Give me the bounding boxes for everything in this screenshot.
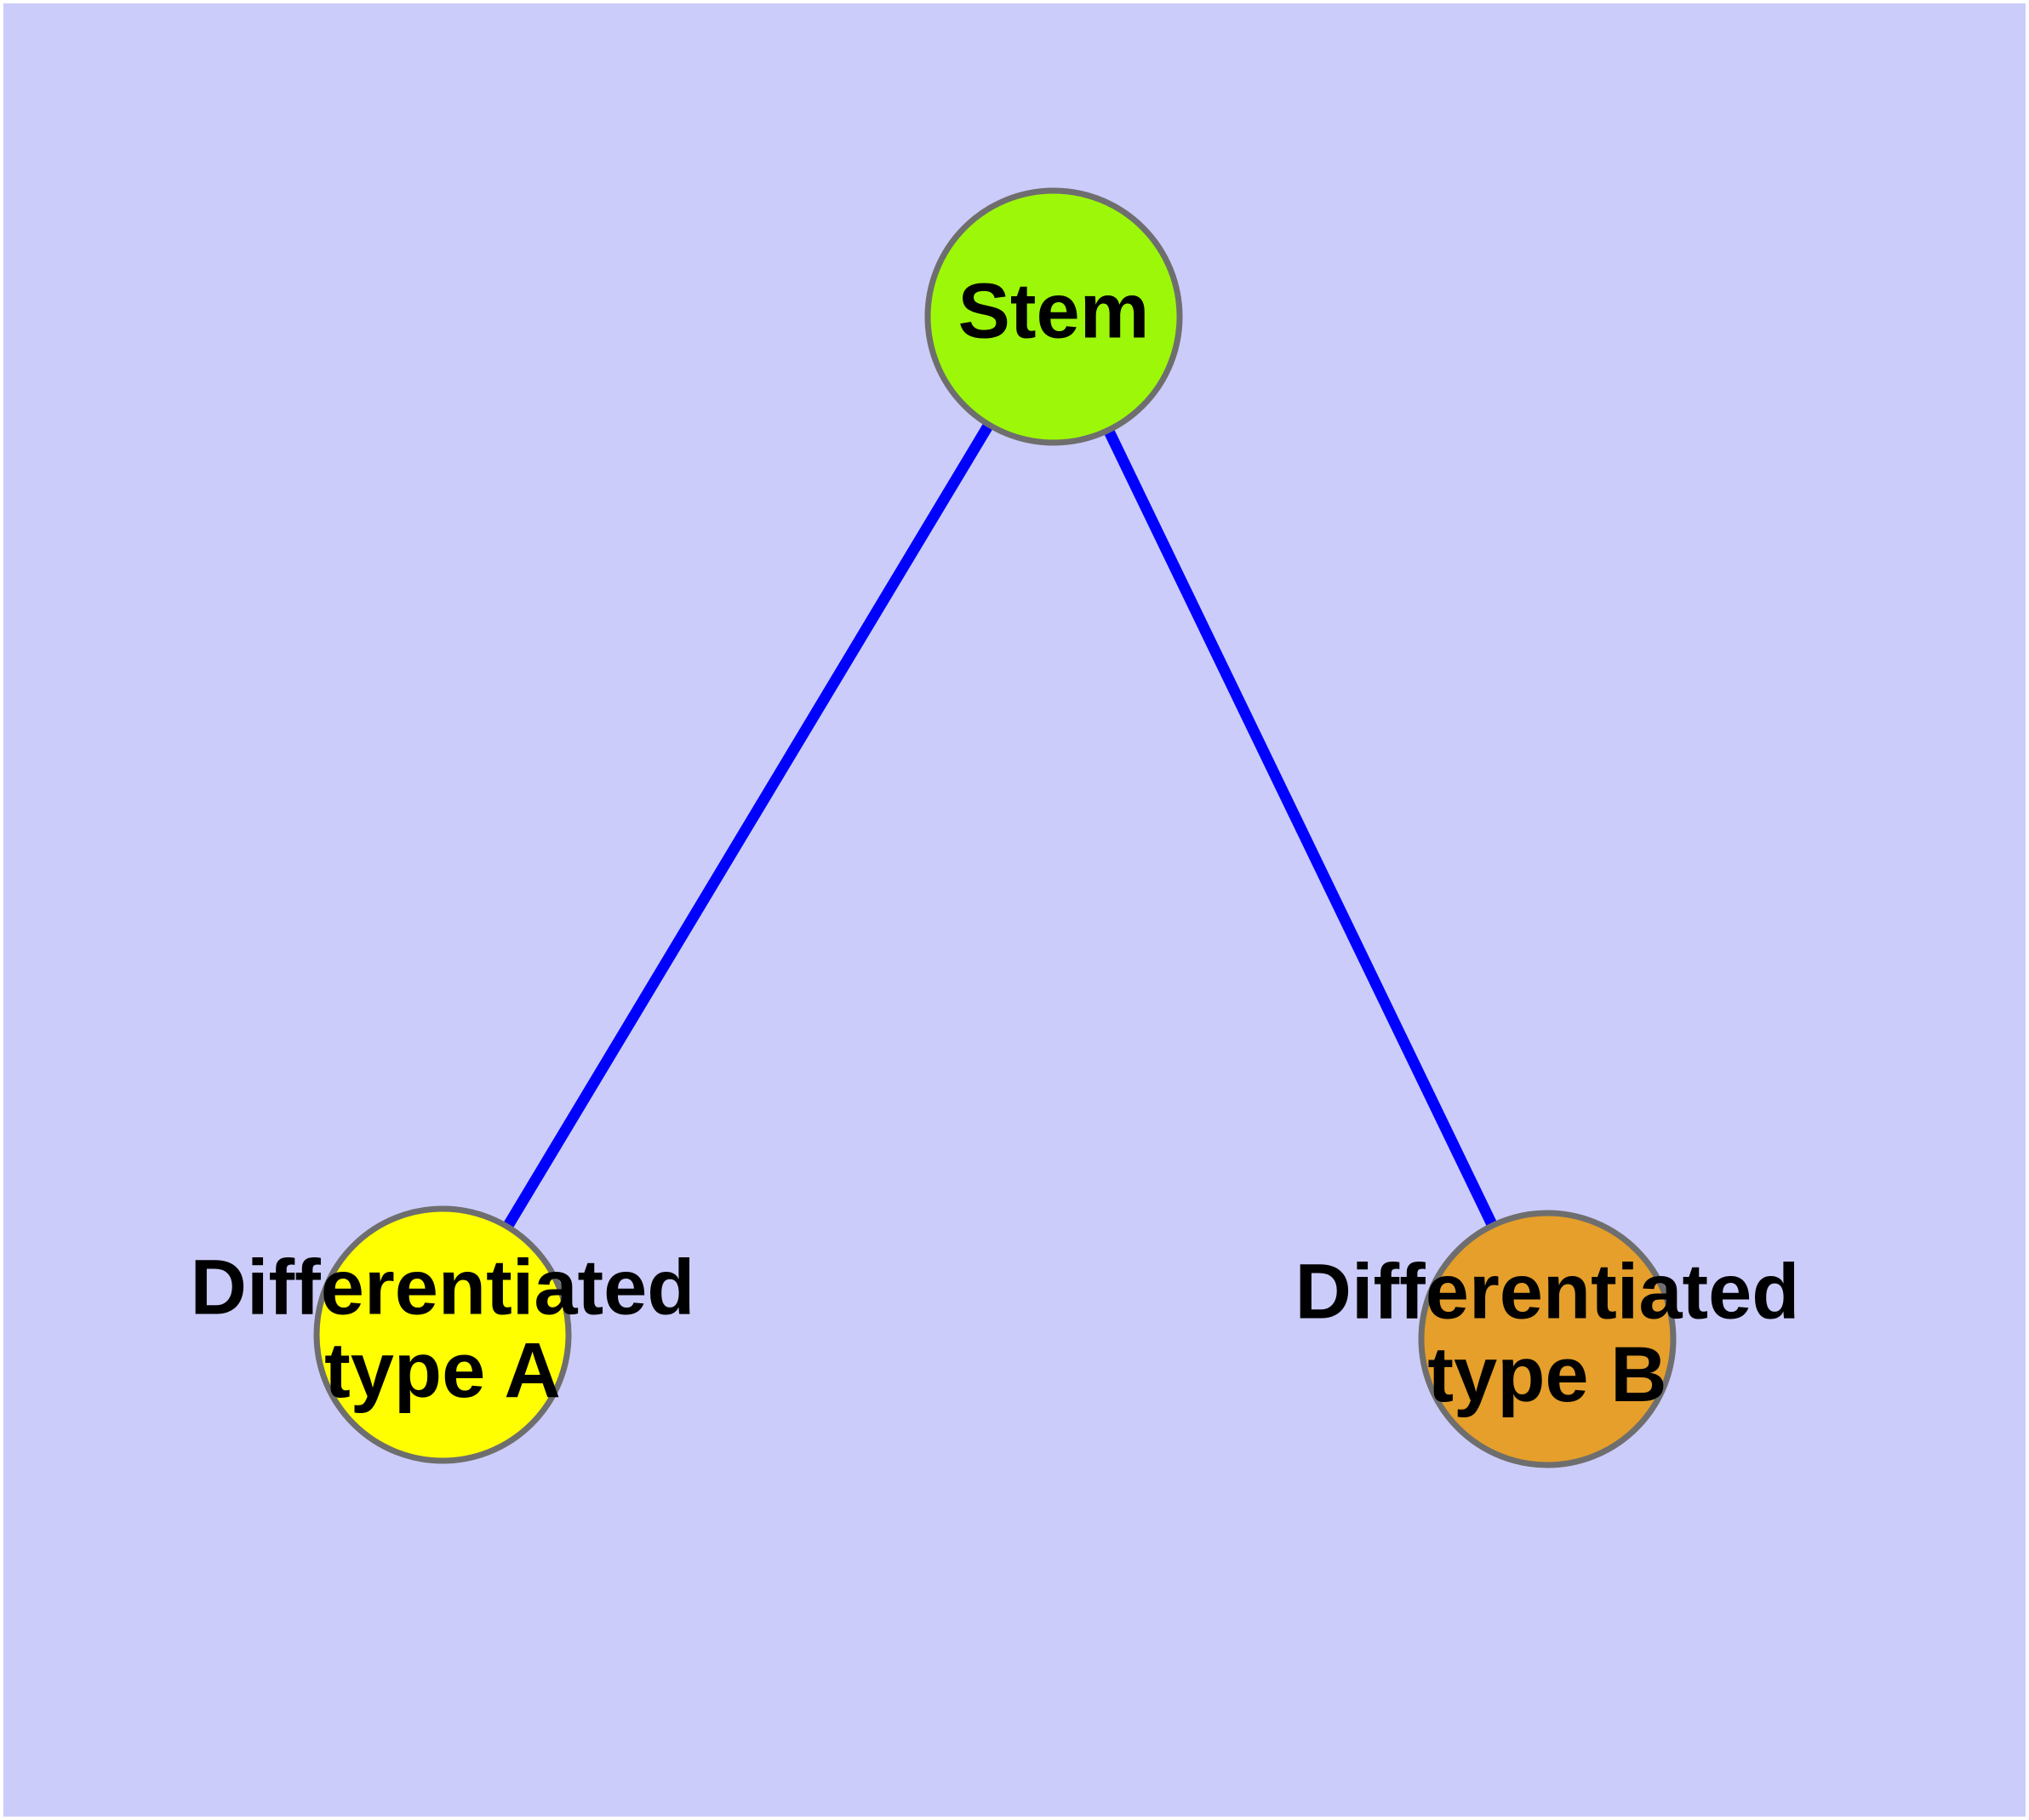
label-line: Stem	[958, 267, 1150, 354]
graph-node-diff-a[interactable]	[313, 1205, 572, 1464]
nodes-layer	[313, 187, 1677, 1468]
graph-edge-stem-to-diff-b[interactable]	[1049, 314, 1552, 1342]
graph-edge-stem-to-diff-a[interactable]	[437, 313, 1059, 1338]
graph-node-stem[interactable]	[924, 187, 1183, 446]
edges-layer	[437, 313, 1552, 1342]
label-line: Differentiated	[191, 1245, 695, 1331]
graph-node-label-stem: Stem	[958, 267, 1150, 354]
label-line: type B	[1427, 1331, 1666, 1418]
label-line: type A	[324, 1327, 561, 1414]
label-line: Differentiated	[1295, 1249, 1800, 1336]
graph-node-diff-b[interactable]	[1418, 1210, 1677, 1468]
